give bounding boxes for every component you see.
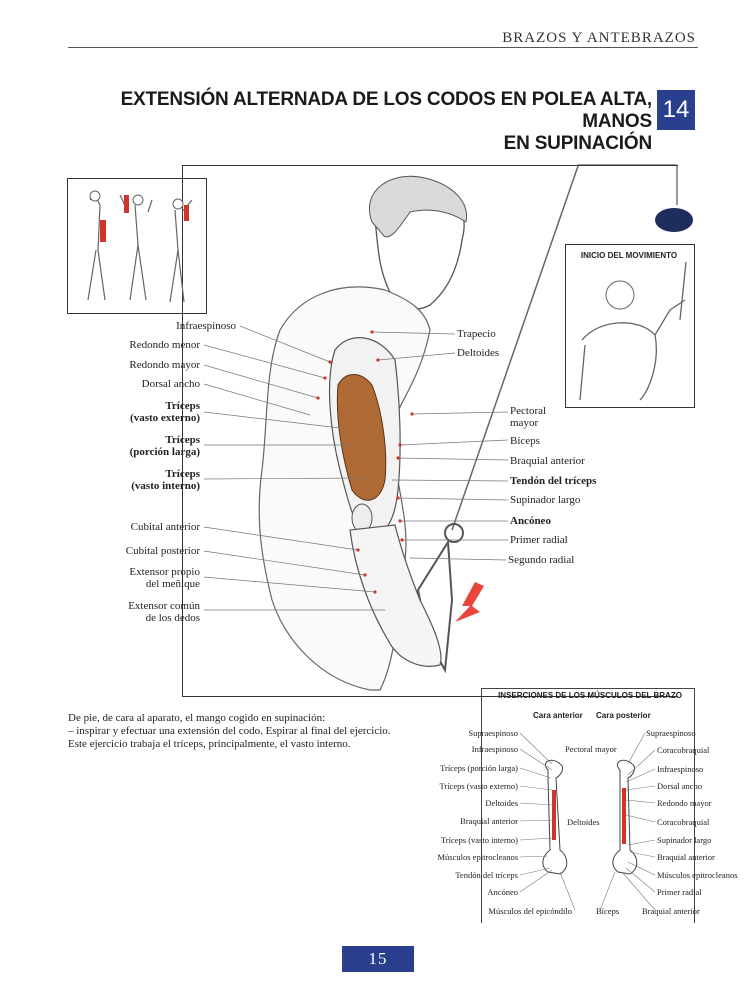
ins-center-pectoral: Pectoral mayor (565, 744, 617, 754)
exercise-title: EXTENSIÓN ALTERNADA DE LOS CODOS EN POLE… (52, 89, 653, 155)
ins-right-9: Primer radial (657, 887, 702, 897)
start-movement-label: INICIO DEL MOVIMIENTO (580, 251, 678, 260)
description-line-1: De pie, de cara al aparato, el mango cog… (68, 712, 326, 724)
insertions-title: INSERCIONES DE LOS MÚSCULOS DEL BRAZO (498, 691, 682, 700)
cable-line (451, 165, 579, 531)
label-triceps-vasto-interno: Tríceps (vasto interno) (131, 468, 200, 492)
label-deltoides: Deltoides (457, 347, 500, 359)
ins-right-5: Coracobraquial (657, 817, 710, 827)
label-triceps-larga-line2: (porción larga) (129, 446, 200, 458)
main-illustration-frame (182, 165, 678, 697)
label-redondo-menor: Redondo menor (129, 339, 200, 351)
label-extensor-dedos: Extensor común de los dedos (128, 600, 200, 624)
ins-right-0: Supraespinoso (646, 728, 696, 738)
hair-shape (369, 175, 467, 238)
ins-center-deltoides: Deltoides (567, 817, 600, 827)
exercise-number-badge: 14 (657, 90, 695, 130)
label-triceps-interno-line1: Tríceps (165, 468, 200, 480)
ins-left-6: Tríceps (vasto interno) (440, 835, 518, 845)
ins-left-5: Braquial anterior (460, 816, 518, 826)
title-line-1: EXTENSIÓN ALTERNADA DE LOS CODOS EN POLE… (120, 89, 653, 132)
label-triceps-vasto-externo: Tríceps (vasto externo) (130, 400, 200, 424)
label-pectoral-mayor: Pectoral mayor (510, 405, 546, 429)
label-pectoral-line1: Pectoral (510, 405, 547, 417)
label-supinador-largo: Supinador largo (510, 494, 581, 506)
start-movement-inset (565, 244, 695, 408)
title-line-2: EN SUPINACIÓN (503, 133, 653, 154)
header-rule (68, 47, 698, 48)
insertions-panel (481, 688, 695, 923)
label-triceps-externo-line1: Tríceps (165, 400, 200, 412)
ins-left-1: Infraespinoso (471, 744, 518, 754)
label-cubital-anterior: Cubital anterior (130, 521, 200, 533)
ins-right-3: Dorsal ancho (657, 781, 703, 791)
label-extensor-menique: Extensor propio del meñique (129, 566, 200, 590)
label-segundo-radial: Segundo radial (508, 554, 575, 566)
ins-left-2: Tríceps (porción larga) (440, 763, 518, 773)
insertions-front-label: Cara anterior (533, 711, 583, 720)
ins-left-0: Supraespinoso (468, 728, 518, 738)
label-anconeo: Ancóneo (510, 515, 551, 527)
description-line-3: Este ejercicio trabaja el tríceps, princ… (68, 738, 351, 750)
exercise-description: De pie, de cara al aparato, el mango cog… (68, 712, 418, 751)
label-biceps: Bíceps (510, 435, 540, 447)
ins-left-10: Músculos del epicóndilo (488, 906, 572, 916)
label-primer-radial: Primer radial (510, 534, 568, 546)
ins-right-10: Braquial anterior (642, 906, 700, 916)
label-trapecio: Trapecio (457, 328, 496, 340)
body-diagram-inset (67, 178, 207, 314)
right-leader-lines (371, 331, 509, 561)
ins-left-7: Músculos epitrocleanos (437, 852, 519, 862)
label-extensor-menique-line1: Extensor propio (129, 566, 200, 578)
ins-center-biceps: Bíceps (596, 906, 620, 916)
section-header: BRAZOS Y ANTEBRAZOS (502, 30, 696, 46)
direction-arrow (455, 582, 484, 622)
pulley-ring (444, 523, 464, 543)
label-infraespinoso: Infraespinoso (176, 320, 236, 332)
label-triceps-larga-line1: Tríceps (165, 434, 200, 446)
start-movement-figure (579, 261, 687, 401)
label-triceps-externo-line2: (vasto externo) (130, 412, 200, 424)
label-extensor-dedos-line2: de los dedos (145, 612, 200, 624)
label-extensor-dedos-line1: Extensor común (128, 600, 200, 612)
label-pectoral-line2: mayor (510, 417, 539, 429)
left-leader-lines (203, 325, 385, 611)
ins-right-1: Coracobraquial (657, 745, 710, 755)
decorative-oval (655, 208, 693, 232)
humerus-front-bone (542, 759, 568, 875)
ins-right-4: Redondo mayor (657, 798, 712, 808)
ins-right-6: Supinador largo (657, 835, 712, 845)
muscle-marker-dots (316, 330, 414, 594)
ins-right-7: Braquial anterior (657, 852, 715, 862)
insertion-leader-lines (519, 732, 656, 911)
ins-left-3: Tríceps (vasto externo) (439, 781, 518, 791)
label-dorsal-ancho: Dorsal ancho (141, 378, 200, 390)
ins-right-2: Infraespinoso (657, 764, 704, 774)
forearm-shape (349, 524, 442, 667)
humerus-back-bone (612, 759, 638, 875)
page-number: 15 (342, 946, 414, 972)
inset-body-figures (87, 190, 193, 303)
label-redondo-mayor: Redondo mayor (129, 359, 200, 371)
label-triceps-porcion-larga: Tríceps (porción larga) (130, 434, 200, 458)
triceps-highlight (336, 374, 387, 501)
insertions-back-label: Cara posterior (596, 711, 651, 720)
ins-left-4: Deltoides (485, 798, 518, 808)
label-cubital-posterior: Cubital posterior (125, 545, 200, 557)
ins-left-9: Ancóneo (487, 887, 518, 897)
label-extensor-menique-line2: del meñique (145, 578, 200, 590)
label-braquial-anterior: Braquial anterior (510, 455, 585, 467)
ins-right-8: Músculos epitrocleanos (657, 870, 738, 880)
description-line-2: – inspirar y efectuar una extensión del … (68, 725, 391, 737)
label-tendon-triceps: Tendón del tríceps (510, 475, 597, 487)
ins-left-8: Tendón del tríceps (455, 870, 518, 880)
label-triceps-interno-line2: (vasto interno) (131, 480, 200, 492)
